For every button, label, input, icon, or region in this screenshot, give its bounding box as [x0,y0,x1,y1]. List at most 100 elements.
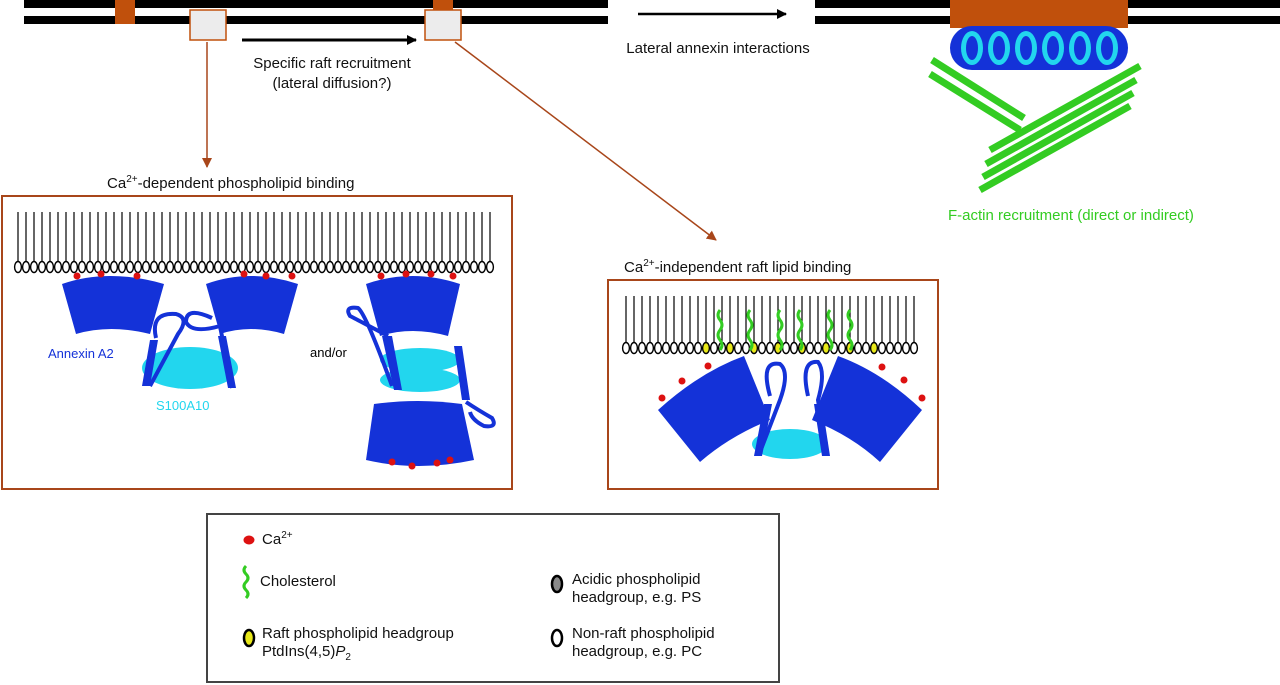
lipid-headgroup [221,260,231,274]
cholesterol-molecule [716,309,724,351]
annexin-bead-core [1047,36,1059,60]
legend-raft-line2: PtdIns(4,5)P2 [262,643,351,663]
lipid-headgroup [29,260,39,274]
lipid-headgroup [133,260,143,274]
lipid-headgroup [413,260,423,274]
cholesterol-molecule [776,309,784,351]
lipid-headgroup [645,341,655,355]
lipid-headgroup [117,260,127,274]
annexin-complex-left [62,270,298,389]
lipid-headgroup [21,260,31,274]
annexin-bead-core [966,36,978,60]
raft-headgroup-icon [242,628,256,648]
raft-recruitment-label: Specific raft recruitment [253,55,411,72]
lipid-headgroup [805,341,815,355]
nonraft-headgroup-icon [550,628,564,648]
lipid-headgroup [733,341,743,355]
lipid-headgroup [141,260,151,274]
annexin-oligomer [950,26,1128,70]
lipid-headgroup [333,260,343,274]
lipid-headgroup [285,260,295,274]
lipid-headgroup [229,260,239,274]
lipid-headgroup [421,260,431,274]
lipid-headgroup [365,260,375,274]
raft-lipid-headgroup [869,341,879,355]
lipid-headgroup [317,260,327,274]
lipid-headgroup [709,341,719,355]
panel-right-title: Ca2+-independent raft lipid binding [624,258,851,276]
lipid-headgroup [661,341,671,355]
lipid-headgroup [477,260,487,274]
raft-lipid-headgroup [701,341,711,355]
lateral-diffusion-label: (lateral diffusion?) [273,75,392,92]
lipid-headgroup [245,260,255,274]
raft-lipid-headgroup [725,341,735,355]
cholesterol-molecule [796,309,804,351]
actin-label: F-actin recruitment (direct or indirect) [948,207,1194,224]
lipid-headgroup [69,260,79,274]
legend-cholesterol: Cholesterol [260,573,336,590]
lipid-headgroup [269,260,279,274]
f-actin-filaments [928,57,1142,194]
lipid-headgroup [861,341,871,355]
lipid-headgroup [213,260,223,274]
cholesterol-molecule [826,309,834,351]
lipid-headgroup [45,260,55,274]
lipid-headgroup [181,260,191,274]
lipid-headgroup [101,260,111,274]
lipid-headgroup [13,260,23,274]
lipid-headgroup [261,260,271,274]
annexin-a2-label: Annexin A2 [48,346,114,361]
lipid-headgroup [309,260,319,274]
lipid-headgroup [789,341,799,355]
lipid-headgroup [157,260,167,274]
lipid-headgroup [637,341,647,355]
lipid-headgroup [37,260,47,274]
lipid-headgroup [757,341,767,355]
lipid-headgroup [629,341,639,355]
lipid-headgroup [909,341,919,355]
zoom-arrow-right [454,41,717,241]
and-or-label: and/or [310,345,348,360]
lipid-headgroup [885,341,895,355]
lipid-headgroup [301,260,311,274]
annexin-bead-core [1074,36,1086,60]
lipid-headgroup [357,260,367,274]
lipid-headgroup [669,341,679,355]
lipid-headgroup [293,260,303,274]
lipid-headgroup [405,260,415,274]
membrane-left [24,0,608,41]
lipid-headgroup [469,260,479,274]
lipid-headgroup [205,260,215,274]
lipid-headgroup [253,260,263,274]
lipid-headgroup [461,260,471,274]
lipid-headgroup [453,260,463,274]
lipid-headgroup [397,260,407,274]
lipid-headgroup [325,260,335,274]
membrane-right [815,0,1280,28]
bilayer-right [621,296,919,355]
lipid-headgroup [445,260,455,274]
lipid-headgroup [677,341,687,355]
legend-raft-line1: Raft phospholipid headgroup [262,625,454,642]
lipid-headgroup [741,341,751,355]
zoom-box-raft [424,9,462,41]
acidic-headgroup-icon [550,574,564,594]
legend-acidic-line1: Acidic phospholipid [572,571,700,588]
raft-lipid-headgroup [821,341,831,355]
lipid-headgroup [653,341,663,355]
lipid-headgroup [853,341,863,355]
annexin-complex-sandwich [346,270,496,470]
lipid-headgroup [693,341,703,355]
panel-left-frame [1,195,513,490]
lipid-headgroup [77,260,87,274]
lipid-headgroup [125,260,135,274]
lipid-headgroup [685,341,695,355]
lateral-interaction-label: Lateral annexin interactions [626,40,809,57]
lipid-headgroup [85,260,95,274]
bilayer-left [13,212,495,274]
lipid-headgroup [813,341,823,355]
lipid-headgroup [485,260,495,274]
calcium-icon [243,535,255,545]
